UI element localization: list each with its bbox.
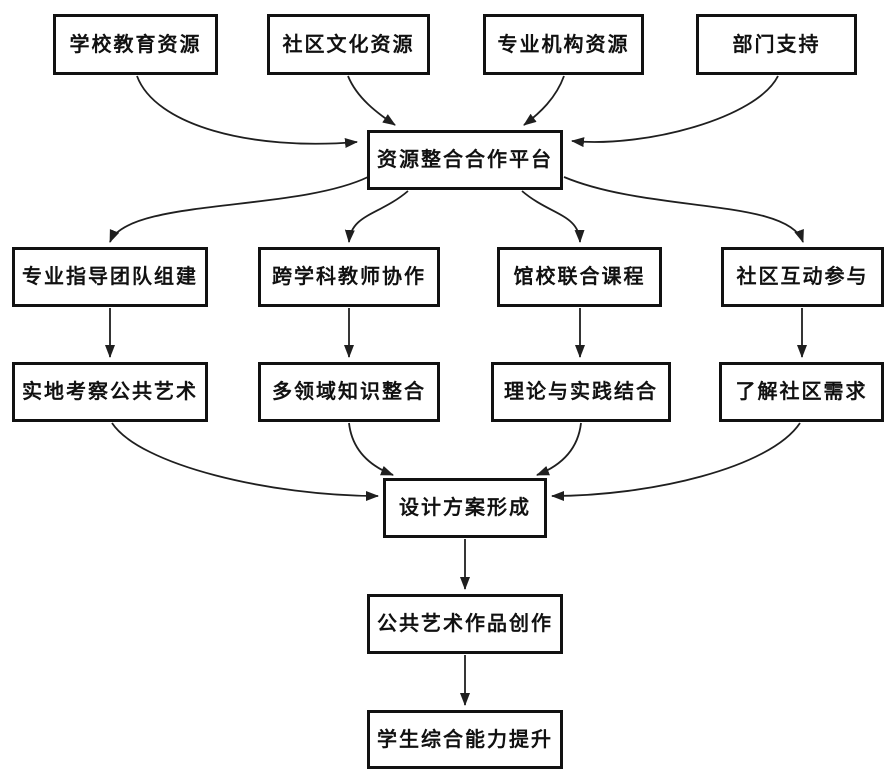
node-school-education-resources: 学校教育资源 (53, 14, 218, 75)
edge-knowledge-to-design (348, 422, 394, 476)
node-professional-institution-resources: 专业机构资源 (483, 14, 644, 75)
edge-platform-to-interdisc (344, 190, 409, 243)
edge-platform-to-team (109, 176, 369, 243)
node-design-plan-formation: 设计方案形成 (383, 478, 547, 538)
node-multi-domain-knowledge-integration: 多领域知识整合 (258, 362, 440, 422)
edge-needs-to-design (551, 422, 801, 501)
edge-community-to-platform (347, 75, 396, 126)
node-community-culture-resources: 社区文化资源 (267, 14, 430, 75)
node-department-support: 部门支持 (696, 14, 857, 75)
edge-platform-to-participation (563, 176, 804, 243)
edge-platform-to-jointcourse (521, 190, 585, 243)
edge-professional-to-platform (523, 75, 565, 126)
edge-school-to-platform (136, 75, 358, 148)
node-museum-school-joint-course: 馆校联合课程 (497, 247, 662, 307)
node-community-interaction-participation: 社区互动参与 (721, 247, 884, 307)
edge-fieldstudy-to-design (111, 422, 379, 501)
node-understand-community-needs: 了解社区需求 (719, 362, 884, 422)
node-resource-integration-platform: 资源整合合作平台 (367, 130, 563, 190)
node-student-ability-improvement: 学生综合能力提升 (367, 710, 563, 769)
node-interdisciplinary-teacher-collaboration: 跨学科教师协作 (258, 247, 440, 307)
node-guidance-team-formation: 专业指导团队组建 (12, 247, 208, 307)
node-theory-practice-combination: 理论与实践结合 (491, 362, 671, 422)
edge-theory-to-design (536, 422, 582, 476)
node-public-artwork-creation: 公共艺术作品创作 (367, 594, 563, 654)
edge-department-to-platform (571, 75, 779, 148)
node-field-study-public-art: 实地考察公共艺术 (12, 362, 208, 422)
